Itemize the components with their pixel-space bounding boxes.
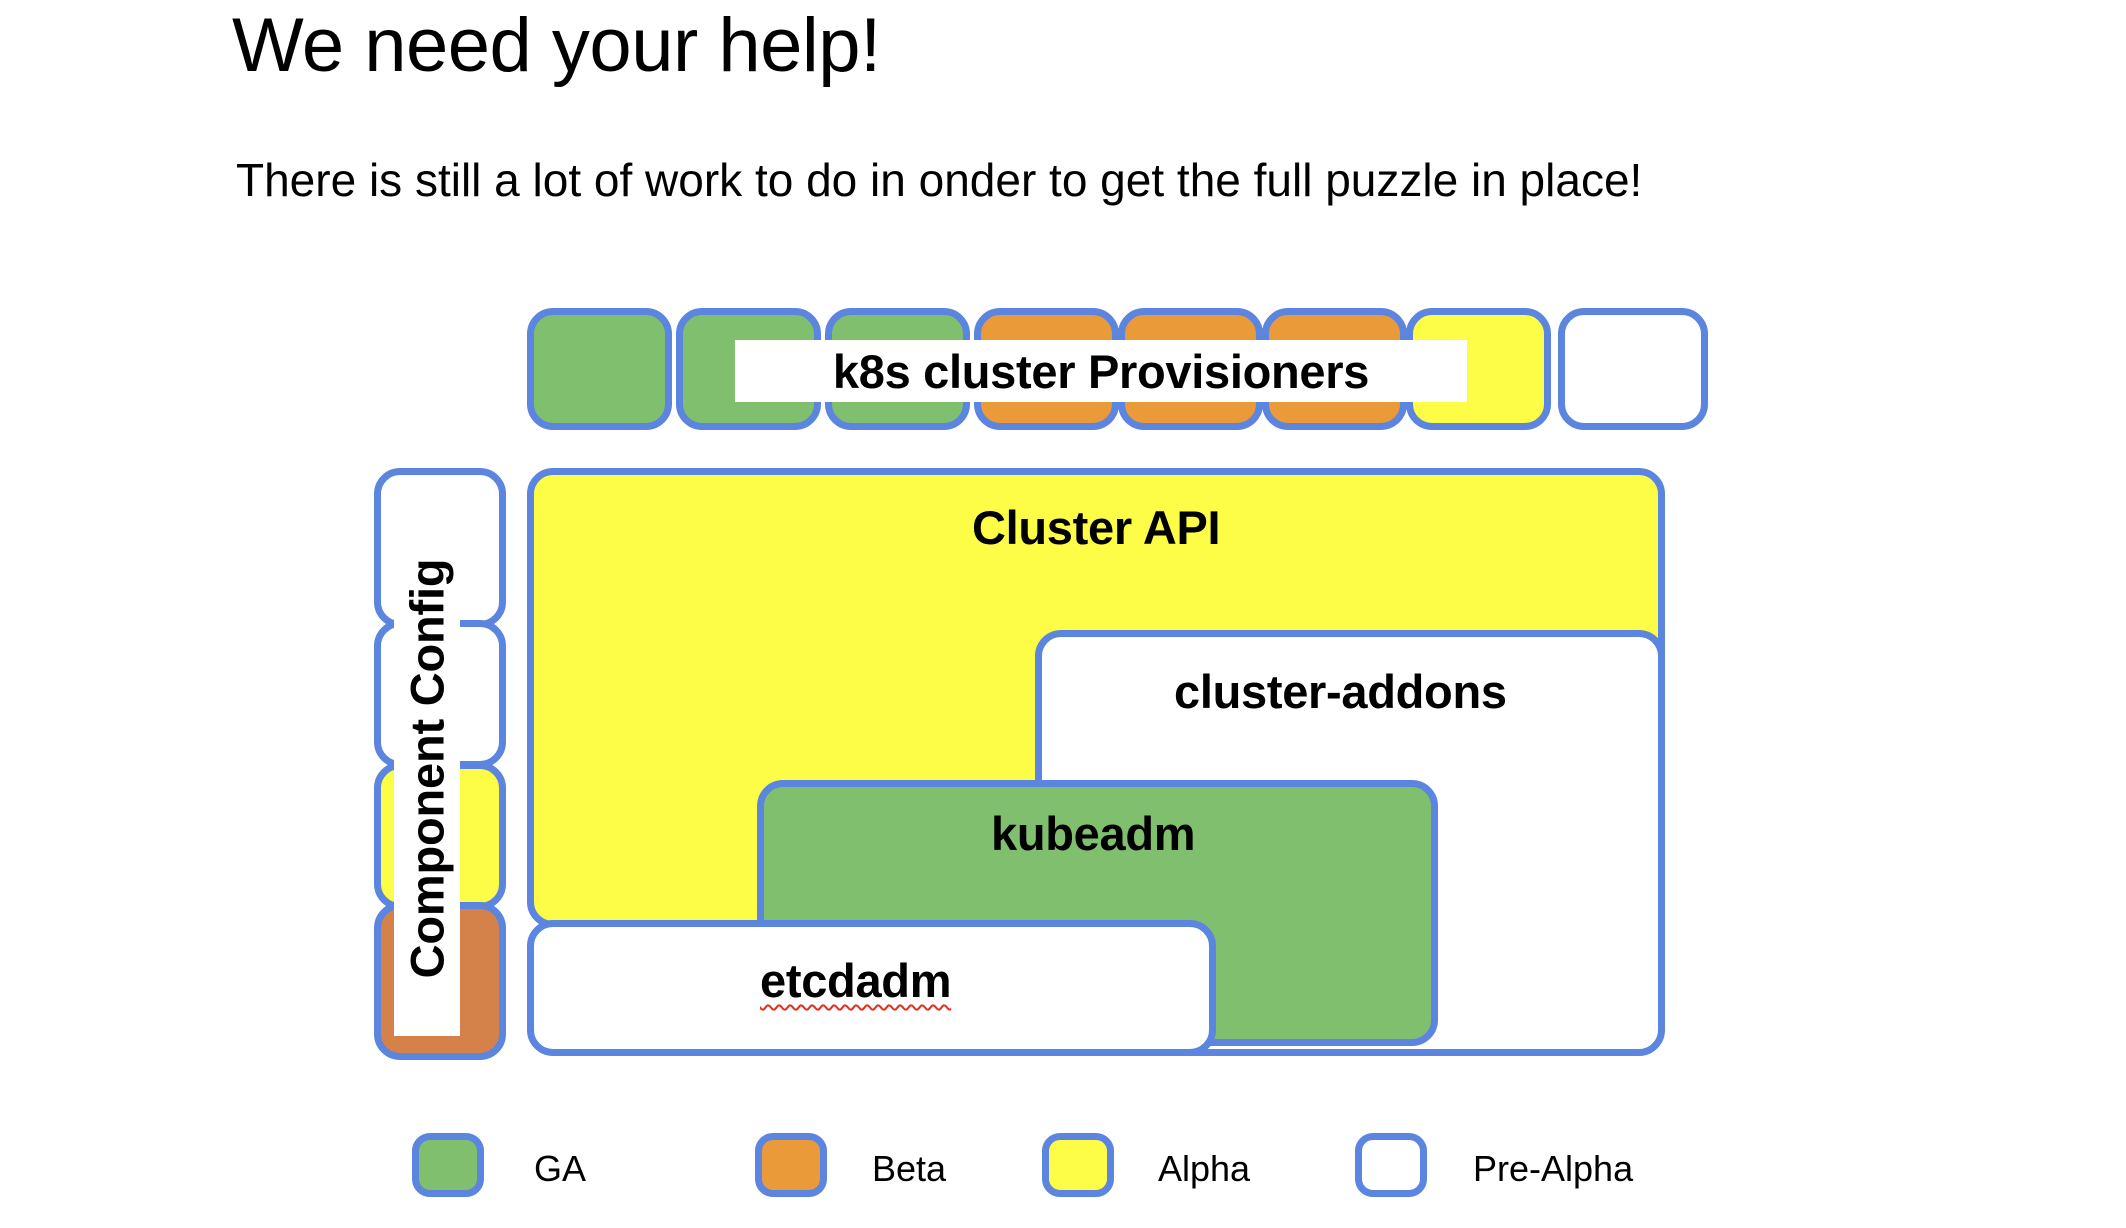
legend-label-ga: GA <box>534 1148 587 1189</box>
puzzle-label-kubeadm: kubeadm <box>991 807 1196 860</box>
component-config-label: Component Config <box>394 500 460 1036</box>
legend-swatch-alpha <box>1042 1133 1114 1197</box>
puzzle-label-etcdadm: etcdadm <box>760 953 951 1008</box>
puzzle-label-cluster-addons: cluster-addons <box>1174 665 1507 718</box>
puzzle-label-etcdadm-text: etcdadm <box>760 954 952 1007</box>
k8s-cluster-provisioners-label: k8s cluster Provisioners <box>735 340 1467 402</box>
provisioner-tile-1[interactable] <box>527 308 672 430</box>
legend-label-alpha: Alpha <box>1158 1148 1251 1189</box>
legend-label-pre-alpha: Pre-Alpha <box>1473 1148 1634 1189</box>
legend-swatch-ga <box>412 1133 484 1197</box>
page-subtitle: There is still a lot of work to do in on… <box>236 154 1643 206</box>
component-config-label-text: Component Config <box>400 558 454 978</box>
puzzle-label-cluster-api: Cluster API <box>972 501 1221 554</box>
legend-swatch-pre-alpha <box>1355 1133 1427 1197</box>
legend-swatch-beta <box>755 1133 827 1197</box>
puzzle-box-etcdadm[interactable] <box>527 920 1216 1056</box>
page-title: We need your help! <box>232 3 881 88</box>
legend-label-beta: Beta <box>872 1148 947 1189</box>
provisioner-tile-8[interactable] <box>1558 308 1708 430</box>
